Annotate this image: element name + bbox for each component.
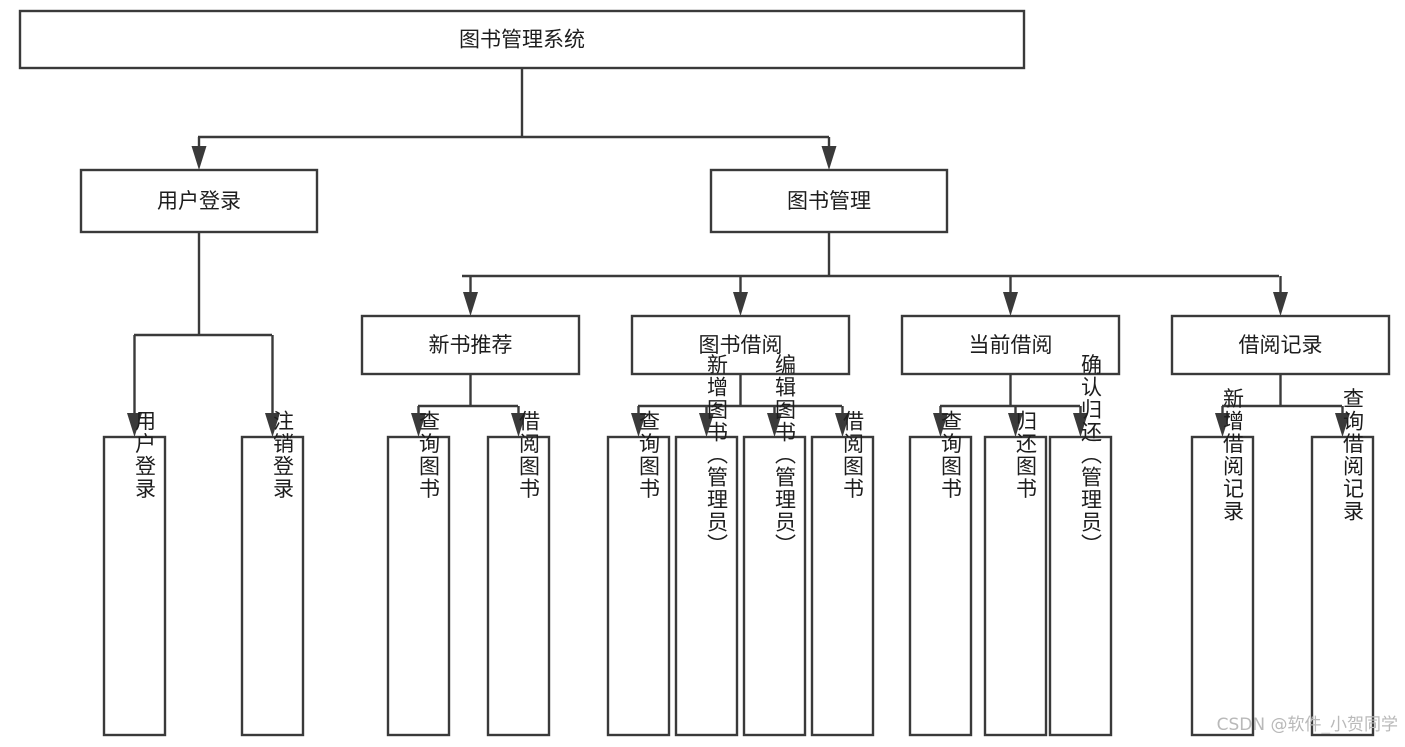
node-label-l-borrow-add: 新增图书（管理员）: [705, 354, 729, 557]
node-box-l-cur-query[interactable]: [908, 435, 973, 737]
arrow-head-l-rec-query: [411, 413, 426, 437]
node-label-l-user-login: 用户登录: [133, 410, 157, 500]
arrow-head-n-user-login: [191, 146, 207, 170]
node-root[interactable]: 图书管理系统: [18, 9, 1026, 70]
node-label-l-user-logout: 注销登录: [271, 410, 295, 500]
node-box-n-current-borrow[interactable]: [900, 314, 1121, 376]
arrow-head-l-user-logout: [265, 413, 280, 437]
node-box-l-rec-borrow[interactable]: [486, 435, 551, 737]
node-box-l-rec-add[interactable]: [1190, 435, 1255, 737]
node-box-root[interactable]: [18, 9, 1026, 70]
node-l-user-logout[interactable]: 注销登录: [240, 410, 305, 737]
node-label-l-rec-borrow: 借阅图书: [517, 410, 541, 500]
connector-layer: [127, 68, 1350, 437]
arrow-head-n-borrow-record: [1273, 292, 1288, 316]
node-l-rec-query[interactable]: 查询图书: [386, 410, 451, 737]
node-l-rec-query2[interactable]: 查询借阅记录: [1310, 388, 1375, 737]
node-label-n-book-borrow: 图书借阅: [699, 333, 783, 357]
node-box-n-book-mgmt[interactable]: [709, 168, 949, 234]
node-n-user-login[interactable]: 用户登录: [79, 168, 319, 234]
node-n-new-book-rec[interactable]: 新书推荐: [360, 314, 581, 376]
node-n-book-mgmt[interactable]: 图书管理: [709, 168, 949, 234]
arrow-head-l-rec-add: [1215, 413, 1230, 437]
node-box-l-borrow-query[interactable]: [606, 435, 671, 737]
node-box-l-cur-return[interactable]: [983, 435, 1048, 737]
node-layer: 图书管理系统用户登录图书管理新书推荐图书借阅当前借阅借阅记录用户登录注销登录查询…: [18, 9, 1391, 737]
node-l-cur-confirm[interactable]: 确认归还（管理员）: [1048, 354, 1113, 737]
node-label-l-borrow-query: 查询图书: [637, 410, 661, 500]
node-l-borrow-add[interactable]: 新增图书（管理员）: [674, 354, 739, 737]
arrow-head-n-new-book-rec: [463, 292, 478, 316]
node-box-l-user-logout[interactable]: [240, 435, 305, 737]
node-l-borrow-edit[interactable]: 编辑图书（管理员）: [742, 354, 807, 737]
arrow-head-n-book-borrow: [733, 292, 748, 316]
node-label-l-cur-confirm: 确认归还（管理员）: [1079, 354, 1103, 557]
node-n-current-borrow[interactable]: 当前借阅: [900, 314, 1121, 376]
node-label-l-borrow-take: 借阅图书: [841, 410, 865, 500]
arrow-head-n-book-mgmt: [821, 146, 837, 170]
arrow-head-n-current-borrow: [1003, 292, 1018, 316]
arrow-head-l-cur-confirm: [1073, 413, 1088, 437]
node-l-cur-query[interactable]: 查询图书: [908, 410, 973, 737]
arrow-head-l-borrow-add: [699, 413, 714, 437]
node-label-l-cur-return: 归还图书: [1014, 410, 1038, 500]
node-box-l-rec-query[interactable]: [386, 435, 451, 737]
node-label-root: 图书管理系统: [459, 28, 585, 52]
node-label-n-current-borrow: 当前借阅: [969, 333, 1053, 357]
node-box-l-borrow-edit[interactable]: [742, 435, 807, 737]
node-box-l-cur-confirm[interactable]: [1048, 435, 1113, 737]
arrow-head-l-borrow-query: [631, 413, 646, 437]
node-l-cur-return[interactable]: 归还图书: [983, 410, 1048, 737]
arrow-head-l-borrow-take: [835, 413, 850, 437]
node-label-l-rec-query2: 查询借阅记录: [1341, 388, 1365, 523]
node-box-n-book-borrow[interactable]: [630, 314, 851, 376]
node-l-rec-borrow[interactable]: 借阅图书: [486, 410, 551, 737]
node-label-l-borrow-edit: 编辑图书（管理员）: [773, 354, 797, 557]
node-l-rec-add[interactable]: 新增借阅记录: [1190, 388, 1255, 737]
arrow-head-l-user-login: [127, 413, 142, 437]
node-n-borrow-record[interactable]: 借阅记录: [1170, 314, 1391, 376]
node-box-n-user-login[interactable]: [79, 168, 319, 234]
node-l-borrow-query[interactable]: 查询图书: [606, 410, 671, 737]
node-label-n-book-mgmt: 图书管理: [787, 189, 871, 213]
node-label-l-cur-query: 查询图书: [939, 410, 963, 500]
node-box-l-user-login[interactable]: [102, 435, 167, 737]
node-label-l-rec-add: 新增借阅记录: [1221, 388, 1245, 523]
node-label-n-new-book-rec: 新书推荐: [429, 333, 513, 357]
arrow-head-l-cur-return: [1008, 413, 1023, 437]
node-label-n-user-login: 用户登录: [157, 189, 241, 213]
node-box-l-borrow-take[interactable]: [810, 435, 875, 737]
node-box-l-rec-query2[interactable]: [1310, 435, 1375, 737]
node-label-n-borrow-record: 借阅记录: [1239, 333, 1323, 357]
node-l-borrow-take[interactable]: 借阅图书: [810, 410, 875, 737]
arrow-head-l-cur-query: [933, 413, 948, 437]
node-label-l-rec-query: 查询图书: [417, 410, 441, 500]
node-n-book-borrow[interactable]: 图书借阅: [630, 314, 851, 376]
arrow-head-l-borrow-edit: [767, 413, 782, 437]
arrow-head-l-rec-query2: [1335, 413, 1350, 437]
csdn-watermark: CSDN @软件_小贺同学: [1217, 715, 1398, 735]
node-box-n-new-book-rec[interactable]: [360, 314, 581, 376]
arrow-head-l-rec-borrow: [511, 413, 526, 437]
node-box-l-borrow-add[interactable]: [674, 435, 739, 737]
node-l-user-login[interactable]: 用户登录: [102, 410, 167, 737]
node-box-n-borrow-record[interactable]: [1170, 314, 1391, 376]
